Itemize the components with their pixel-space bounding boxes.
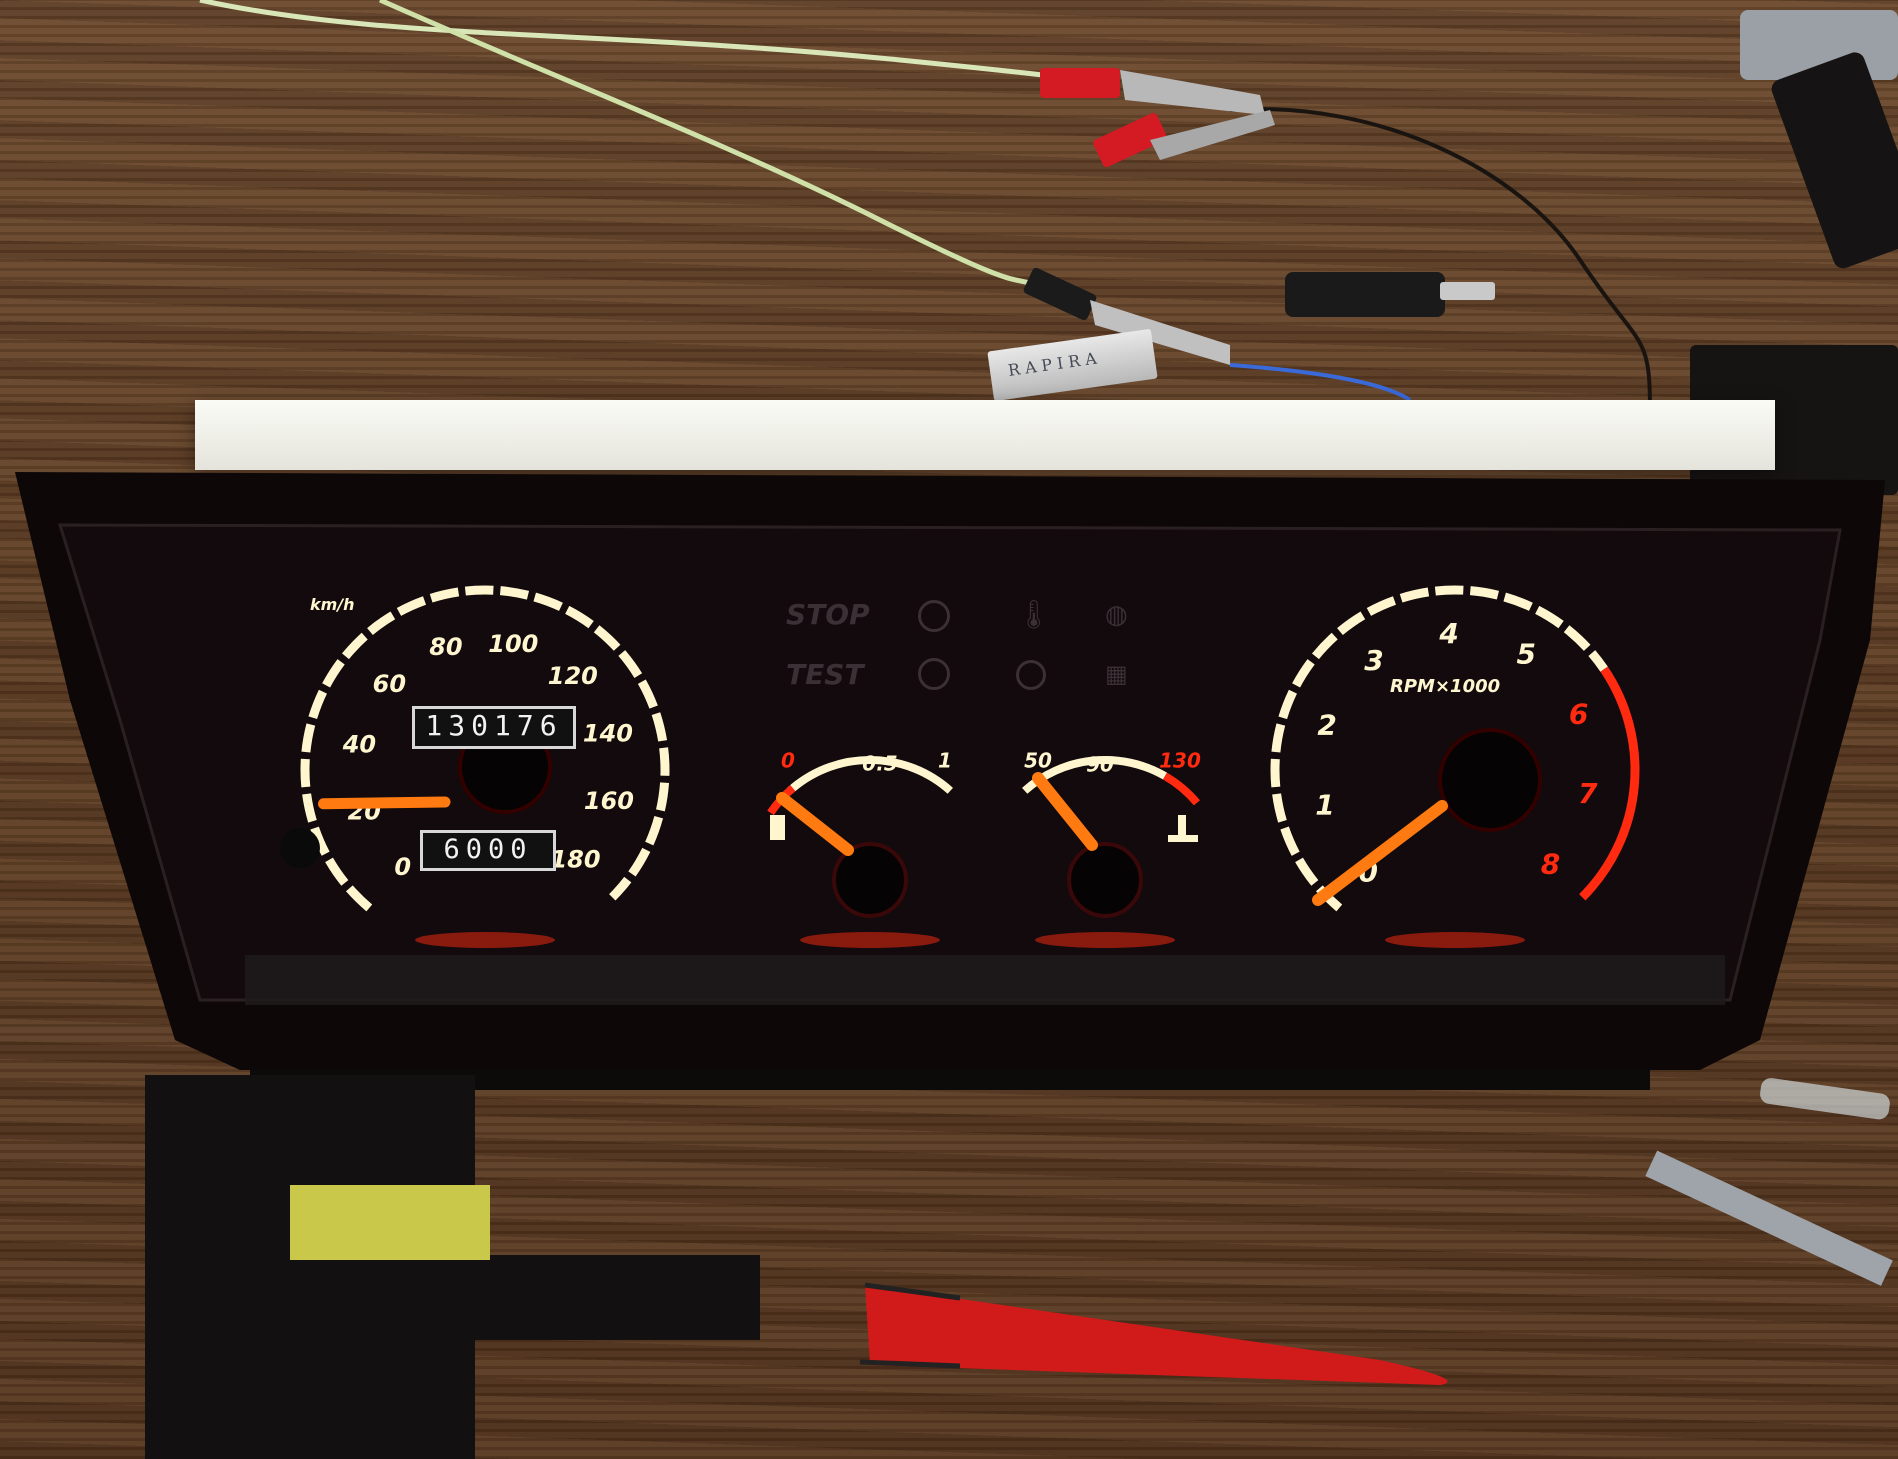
stop-warning-label: STOP — [786, 598, 870, 631]
clear-tube — [1760, 1078, 1890, 1120]
oil-can-icon: ◍ — [1105, 600, 1128, 630]
speedometer-tick-label: 40 — [342, 730, 376, 758]
battery-icon — [918, 658, 950, 690]
temp-hub — [1067, 842, 1143, 918]
tachometer-needle — [1312, 800, 1448, 906]
white-light-strip — [195, 400, 1775, 470]
speedometer-tick-label: 140 — [583, 719, 633, 747]
tachometer-tick-label: 5 — [1517, 637, 1536, 670]
alligator-clip-3 — [1090, 300, 1230, 365]
black-stand-arm — [400, 1255, 760, 1340]
tachometer-tick-label: 1 — [1315, 788, 1334, 821]
fuel-tick-label: 0.5 — [862, 752, 897, 776]
coolant-icon — [1168, 815, 1198, 842]
tachometer-hub — [1438, 728, 1542, 832]
tachometer-tick-label: 2 — [1317, 709, 1336, 742]
temperature-icon: 🌡 — [1016, 598, 1052, 631]
blue-wire — [1229, 363, 1412, 402]
tweezers — [865, 1285, 1448, 1385]
fuel-scale-arc — [787, 756, 953, 794]
black-connector — [1023, 267, 1097, 321]
tachometer-tick-label: 6 — [1569, 698, 1588, 731]
metal-bar-right — [1645, 1150, 1893, 1286]
tachometer-red-arc — [1579, 666, 1640, 901]
fuel-warning-icon — [1016, 660, 1046, 690]
speedometer-unit-label: km/h — [310, 595, 355, 614]
gauge-glow-reflection — [1385, 932, 1525, 948]
speedometer-reset-knob — [280, 828, 320, 868]
trip-display: 6000 — [420, 830, 556, 871]
speedometer-tick-label: 160 — [584, 787, 634, 815]
speedometer-needle — [317, 796, 451, 810]
cluster-bottom-strip — [245, 955, 1725, 1005]
alligator-clip-1 — [1120, 70, 1265, 115]
odometer-display: 130176 — [412, 706, 576, 749]
tachometer-tick-label: 4 — [1438, 617, 1458, 650]
speedometer-scale-arc — [300, 585, 670, 912]
fuel-hub — [832, 842, 908, 918]
temp-needle — [1032, 772, 1098, 851]
speedometer-tick-label: 0 — [394, 853, 411, 881]
red-connector-1 — [1040, 68, 1120, 98]
speedometer-tick-label: 120 — [548, 662, 598, 690]
tachometer-tick-label: 7 — [1578, 777, 1598, 810]
cluster-glass — [57, 523, 1842, 1002]
gauge-glow-reflection — [415, 932, 555, 948]
temp-tick-label: 130 — [1159, 749, 1201, 773]
tachometer-unit-label: RPM×1000 — [1390, 676, 1501, 697]
speedometer-tick-label: 60 — [373, 670, 406, 698]
brake-icon — [918, 600, 950, 632]
fuel-tick-label: 1 — [938, 749, 952, 773]
alligator-clip-2 — [1150, 110, 1275, 160]
speedometer-tick-label: 80 — [429, 633, 462, 661]
tachometer-tick-label: 3 — [1364, 644, 1383, 677]
test-warning-label: TEST — [786, 658, 864, 691]
black-handle-top-right — [1771, 52, 1898, 269]
temp-tick-label: 50 — [1024, 749, 1052, 773]
audio-adapter — [1285, 272, 1445, 317]
temp-hot-arc — [1162, 772, 1200, 806]
tweezers-tip-top — [864, 1282, 961, 1301]
tachometer-tick-label: 8 — [1541, 847, 1560, 880]
speedometer-tick-label: 180 — [550, 846, 600, 874]
cluster-feet — [250, 1070, 1650, 1090]
tachometer-scale-arc — [1270, 585, 1608, 912]
temp-tick-label: 90 — [1086, 753, 1114, 777]
gauge-glow-reflection — [800, 932, 940, 948]
audio-plug-tip — [1440, 282, 1495, 300]
black-wire — [1229, 107, 1652, 411]
tweezers-tip-bottom — [859, 1359, 961, 1369]
fuel-pump-icon — [770, 815, 785, 840]
green-wire-2 — [378, 0, 1051, 293]
red-connector-2 — [1093, 112, 1167, 168]
charge-icon: ▦ — [1105, 660, 1128, 688]
fuel-needle — [776, 792, 854, 856]
yellow-tape — [290, 1185, 490, 1260]
gauge-glow-reflection — [1035, 932, 1175, 948]
speedometer-tick-label: 100 — [488, 630, 538, 658]
fuel-tick-label: 0 — [781, 749, 795, 773]
